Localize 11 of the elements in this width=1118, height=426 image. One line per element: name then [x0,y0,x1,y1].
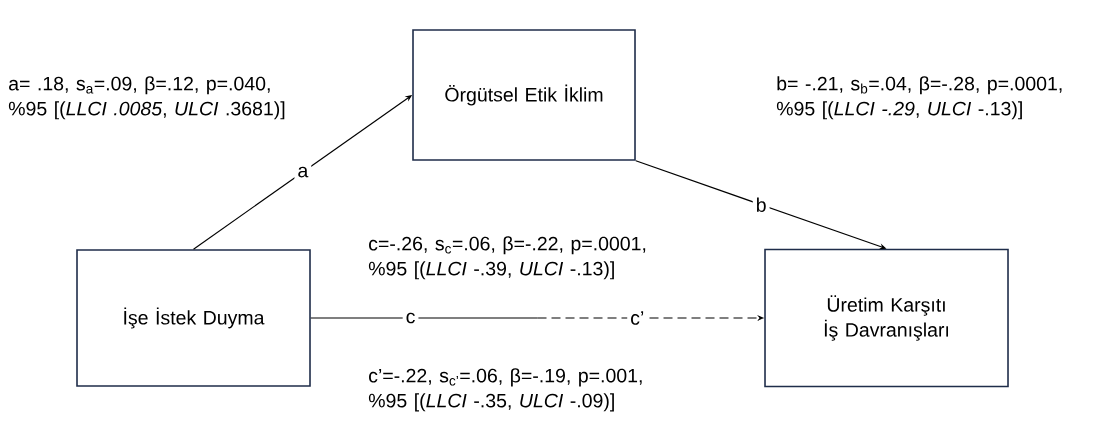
statistics-note: a= .18, s$_{a}$=.09, β=.12, p=.040, %95 [(LLCI .0085, ULCI .3681)] [8,76,285,120]
process-box: İşe İstek Duyma [76,249,311,387]
process-box: Örgütsel Etik İklim [412,29,636,161]
process-box: Üretim Karşıtı İş Davranışları [764,248,1009,388]
edge-label: a [294,163,312,181]
edge-label: b [752,194,770,215]
statistics-note: b= -.21, s$_{b}$=.04, β=-.28, p=.0001, %95 [(LLCI -.29, ULCI -.13)] [776,76,1062,120]
edge-label: c [402,309,419,327]
statistics-note: c=-.26, s$_{c}$=.06, β=-.22, p=.0001, %95 [(LLCI -.39, ULCI -.13)] [368,236,646,280]
statistics-note: c’=-.22, s$_{c’}$=.06, β=-.19, p=.001, %95 [(LLCI -.35, ULCI -.09)] [368,368,642,412]
path-letter: c’ [627,308,648,328]
